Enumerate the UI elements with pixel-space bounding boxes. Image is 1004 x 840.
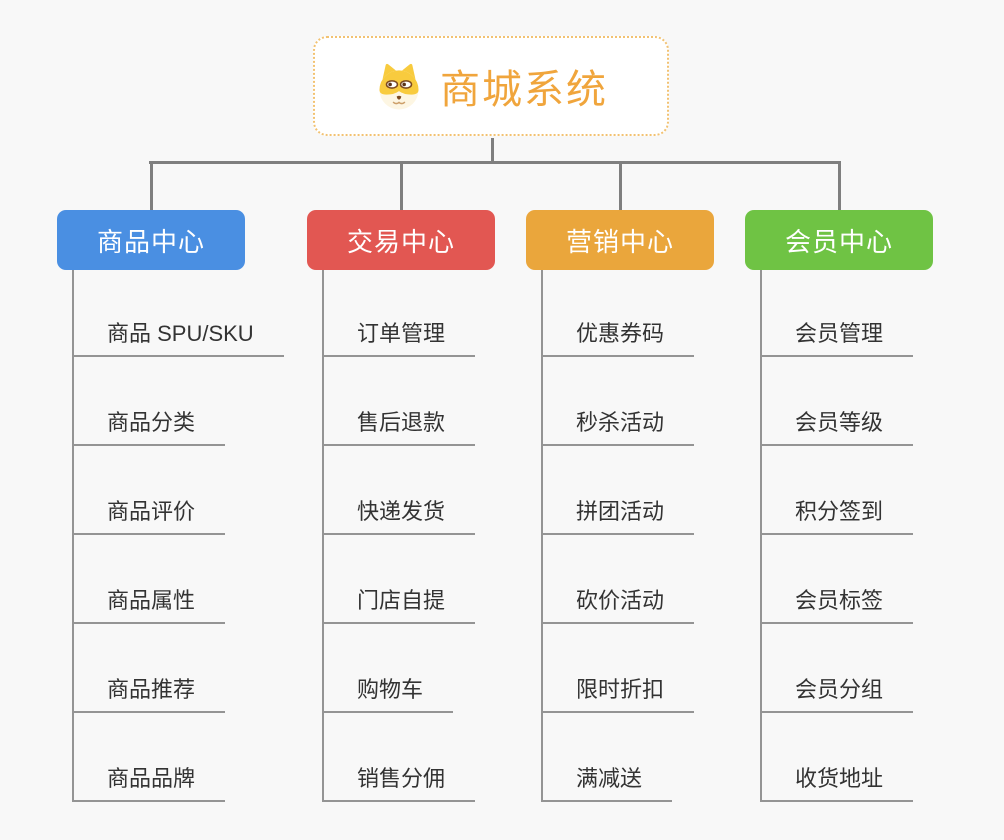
subtopic[interactable]: 收货地址: [760, 758, 914, 802]
subtopic-label: 商品评价: [107, 499, 196, 524]
subtopic-label: 商品分类: [107, 410, 196, 435]
subtopic-label: 快递发货: [357, 499, 446, 524]
branch-drop-connector: [837, 161, 841, 211]
subtopic[interactable]: 限时折扣: [541, 669, 695, 713]
subtopic-label: 商品品牌: [107, 766, 196, 791]
subtopic-label: 商品 SPU/SKU: [107, 321, 254, 346]
dog-face-icon: [379, 63, 419, 110]
subtopic[interactable]: 商品属性: [72, 580, 226, 624]
subtopic[interactable]: 优惠券码: [541, 313, 695, 357]
subtopic-label: 限时折扣: [576, 677, 665, 702]
subtopic[interactable]: 商品推荐: [72, 669, 226, 713]
subtopic[interactable]: 商品评价: [72, 491, 226, 535]
subtopic-label: 门店自提: [357, 588, 446, 613]
subtopic[interactable]: 会员管理: [760, 313, 914, 357]
subtopic[interactable]: 销售分佣: [322, 758, 476, 802]
subtopic-label: 销售分佣: [357, 766, 446, 791]
branch-trunk-connector: [541, 270, 543, 800]
subtopic[interactable]: 砍价活动: [541, 580, 695, 624]
subtopic[interactable]: 满减送: [541, 758, 673, 802]
subtopic-label: 购物车: [357, 677, 424, 702]
branch: 商品中心商品 SPU/SKU 商品分类商品评价商品属性商品推荐商品品牌: [57, 210, 284, 810]
subtopic[interactable]: 商品品牌: [72, 758, 226, 802]
branch-drop-connector: [149, 161, 153, 211]
branch-trunk-connector: [760, 270, 762, 800]
subtopic-label: 会员分组: [795, 677, 884, 702]
branch-topic-label: 会员中心: [784, 226, 893, 257]
branch-topic[interactable]: 交易中心: [307, 210, 495, 270]
subtopic-label: 会员管理: [795, 321, 884, 346]
branch-topic[interactable]: 营销中心: [526, 210, 714, 270]
branch: 交易中心订单管理售后退款快递发货门店自提购物车销售分佣: [307, 210, 495, 810]
subtopic-label: 商品推荐: [107, 677, 196, 702]
branch-drop-connector: [399, 161, 403, 211]
subtopic[interactable]: 购物车: [322, 669, 454, 713]
branch-topic-label: 商品中心: [96, 226, 205, 257]
branch-trunk-connector: [322, 270, 324, 800]
subtopic[interactable]: 快递发货: [322, 491, 476, 535]
root-topic[interactable]: 商城系统: [313, 36, 669, 136]
subtopic[interactable]: 订单管理: [322, 313, 476, 357]
branch-topic-label: 交易中心: [346, 226, 455, 257]
subtopic-label: 满减送: [576, 766, 643, 791]
subtopic-label: 会员等级: [795, 410, 884, 435]
branch-bus-connector: [149, 161, 840, 164]
branch-topic-label: 营销中心: [565, 226, 674, 257]
branch-drop-connector: [618, 161, 622, 211]
branch: 会员中心会员管理会员等级积分签到会员标签会员分组收货地址: [745, 210, 933, 810]
subtopic-label: 优惠券码: [576, 321, 665, 346]
subtopic[interactable]: 会员标签: [760, 580, 914, 624]
subtopic[interactable]: 会员等级: [760, 402, 914, 446]
subtopic-label: 拼团活动: [576, 499, 665, 524]
subtopic[interactable]: 秒杀活动: [541, 402, 695, 446]
branch-topic[interactable]: 会员中心: [745, 210, 933, 270]
subtopic-label: 砍价活动: [576, 588, 665, 613]
subtopic[interactable]: 会员分组: [760, 669, 914, 713]
subtopic[interactable]: 售后退款: [322, 402, 476, 446]
branch-trunk-connector: [72, 270, 74, 800]
subtopic-label: 收货地址: [795, 766, 884, 791]
subtopic-label: 秒杀活动: [576, 410, 665, 435]
branch: 营销中心优惠券码秒杀活动拼团活动砍价活动限时折扣满减送: [526, 210, 714, 810]
subtopic[interactable]: 商品 SPU/SKU: [72, 313, 284, 357]
subtopic-label: 商品属性: [107, 588, 196, 613]
root-stem-connector: [491, 138, 494, 162]
branch-topic[interactable]: 商品中心: [57, 210, 245, 270]
subtopic-label: 积分签到: [795, 499, 884, 524]
subtopic[interactable]: 拼团活动: [541, 491, 695, 535]
subtopic-label: 售后退款: [357, 410, 446, 435]
subtopic[interactable]: 门店自提: [322, 580, 476, 624]
root-topic-label: 商城系统: [440, 68, 608, 112]
subtopic-label: 会员标签: [795, 588, 884, 613]
subtopic[interactable]: 积分签到: [760, 491, 914, 535]
subtopic-label: 订单管理: [357, 321, 446, 346]
subtopic[interactable]: 商品分类: [72, 402, 226, 446]
